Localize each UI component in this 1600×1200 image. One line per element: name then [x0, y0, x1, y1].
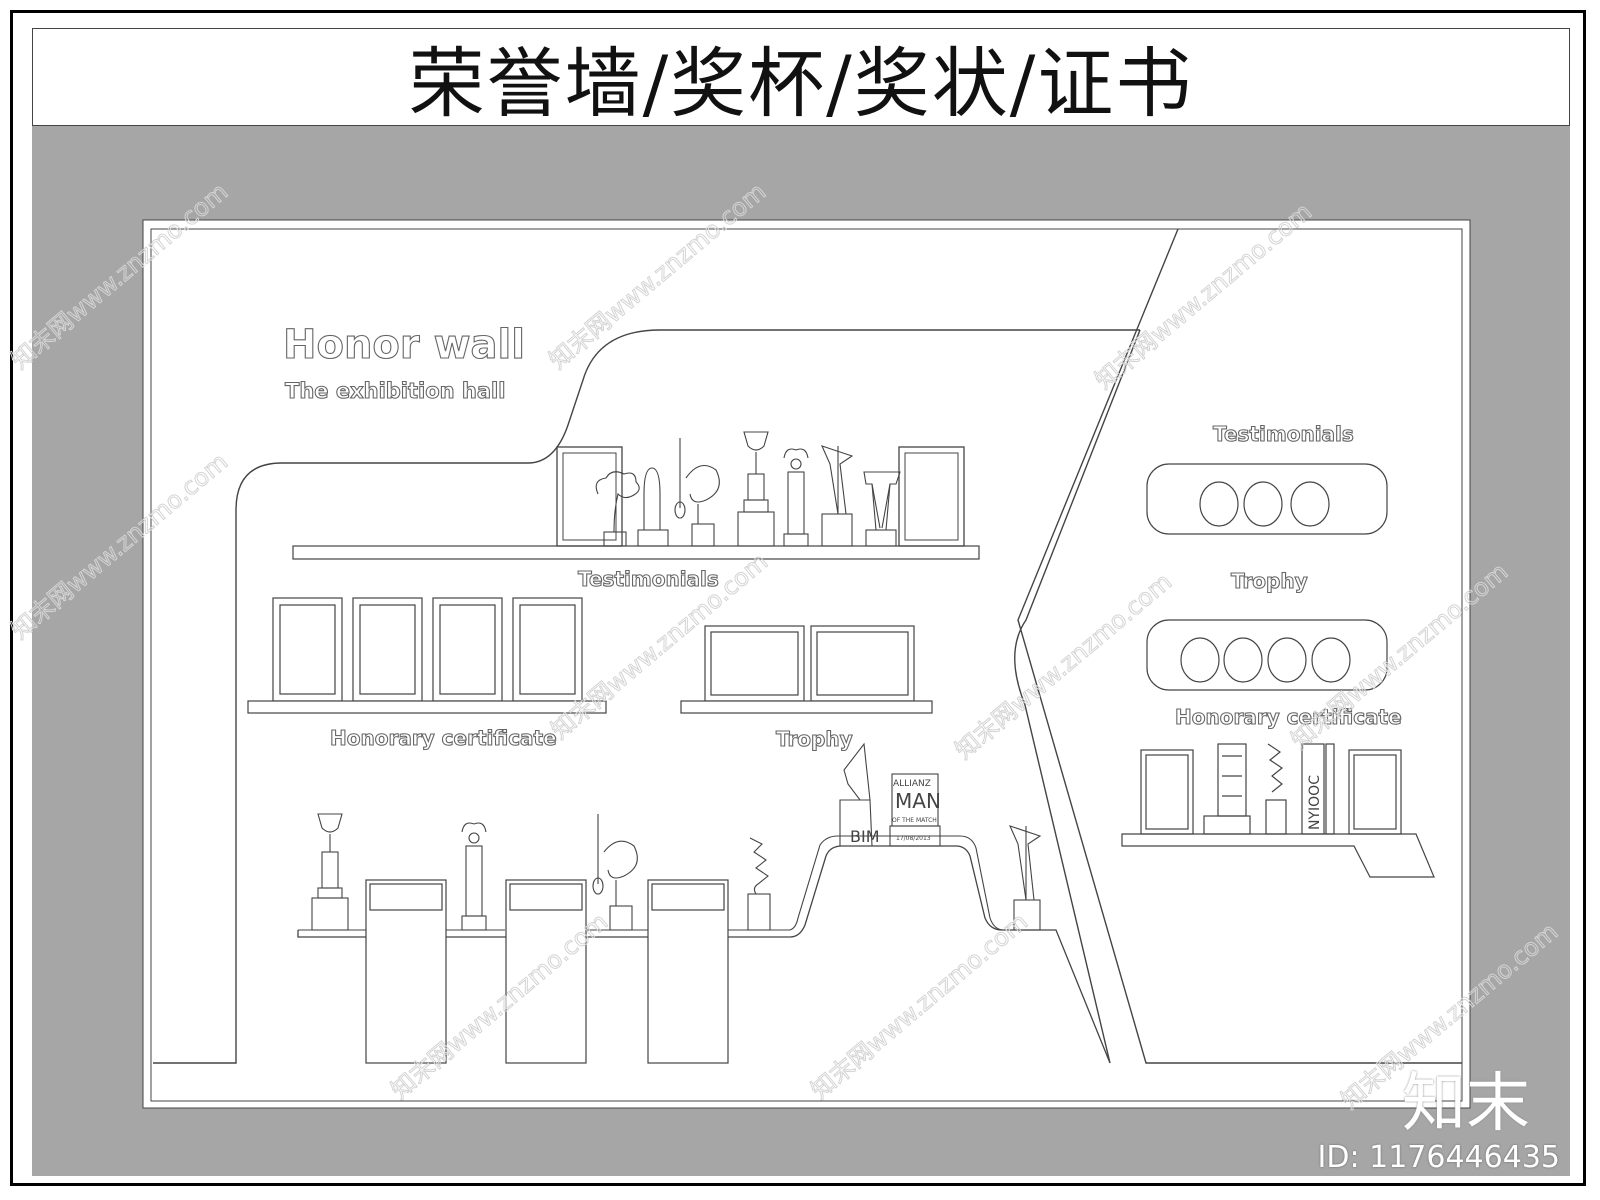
tall-cup-trophy-icon	[863, 471, 901, 547]
certificate-frame-inner	[519, 604, 576, 695]
laurel-trophy-icon	[783, 448, 809, 547]
honorary-certificate-label: Honorary certificate	[330, 726, 557, 750]
match-trophy-text: OF THE MATCH	[892, 817, 937, 824]
pedestal-plaque	[651, 883, 725, 911]
cup-trophy-icon	[737, 431, 775, 547]
nyiooc-trophy-icon	[1301, 743, 1335, 835]
partition-inner	[1014, 329, 1141, 1064]
curved-wall-outline	[153, 329, 1140, 1064]
trophy-label: Trophy	[1231, 569, 1308, 593]
block-letter-trophy-icon	[1203, 743, 1251, 835]
honor-wall-label: Honor wall	[283, 322, 525, 368]
trophy-label: Trophy	[776, 727, 853, 751]
medal-circle	[1290, 481, 1330, 527]
medal-circle	[1267, 637, 1307, 683]
certificate-frame-inner	[816, 631, 909, 696]
page-border	[10, 10, 1586, 1186]
nyiooc-trophy-text: NYIOOC	[1307, 775, 1323, 830]
crystal-trophy-icon	[637, 467, 669, 547]
cup-trophy-icon	[311, 813, 349, 931]
certificate-frame-inner	[562, 452, 617, 541]
top-shelf	[292, 545, 980, 560]
certificate-frame-inner	[1145, 754, 1189, 830]
page-title: 荣誉墙/奖杯/奖状/证书	[408, 39, 1194, 128]
allianz-trophy-text: ALLIANZ	[893, 779, 931, 789]
medal-circle	[1243, 481, 1283, 527]
allianz-trophy-icon	[889, 773, 941, 847]
certificate-frame	[1348, 749, 1402, 835]
certificate-frame	[898, 446, 965, 547]
certificate-shelf	[247, 700, 607, 714]
pedestal-plaque	[369, 883, 443, 911]
star-trophy-icon	[820, 445, 854, 547]
star-trophy-icon	[1008, 825, 1042, 931]
exhibition-hall-label: The exhibition hall	[285, 379, 505, 403]
image-id-label: ID: 1176446435	[1317, 1140, 1560, 1175]
figure-trophy-icon	[592, 814, 638, 931]
testimonials-label: Testimonials	[578, 567, 719, 591]
certificate-frame-inner	[710, 631, 799, 696]
certificate-frame-inner	[1353, 754, 1397, 830]
honorary-certificate-label: Honorary certificate	[1175, 705, 1402, 729]
angled-shelf	[1121, 833, 1435, 878]
abstract-trophy-icon	[1265, 743, 1287, 835]
title-bar: 荣誉墙/奖杯/奖状/证书	[32, 28, 1570, 128]
certificate-frame	[1140, 749, 1194, 835]
wall-inner-outline	[150, 228, 1463, 1102]
laurel-trophy-icon	[461, 822, 487, 931]
certificate-shelf	[680, 700, 933, 714]
man-trophy-text: MAN	[895, 789, 941, 813]
certificate-frame-inner	[439, 604, 496, 695]
certificate-frame-inner	[359, 604, 416, 695]
medal-display-board	[1146, 619, 1388, 691]
brand-logo-text: 知末	[1402, 1067, 1530, 1141]
medal-circle	[1199, 481, 1239, 527]
date-trophy-text: 17/08/2013	[896, 835, 931, 842]
pedestal-plaque	[509, 883, 583, 911]
medal-circle	[1223, 637, 1263, 683]
medal-display-board	[1146, 463, 1388, 535]
medal-circle	[1180, 637, 1220, 683]
abstract-trophy-icon	[747, 837, 771, 931]
cloud-trophy-icon	[595, 471, 640, 547]
figure-trophy-icon	[674, 438, 720, 547]
partition-outer	[1017, 228, 1462, 1064]
certificate-frame-inner	[904, 452, 959, 541]
bim-trophy-text: BIM	[850, 827, 880, 846]
testimonials-label: Testimonials	[1213, 422, 1354, 446]
certificate-frame-inner	[279, 604, 336, 695]
bim-trophy-icon	[839, 742, 873, 847]
medal-circle	[1311, 637, 1351, 683]
